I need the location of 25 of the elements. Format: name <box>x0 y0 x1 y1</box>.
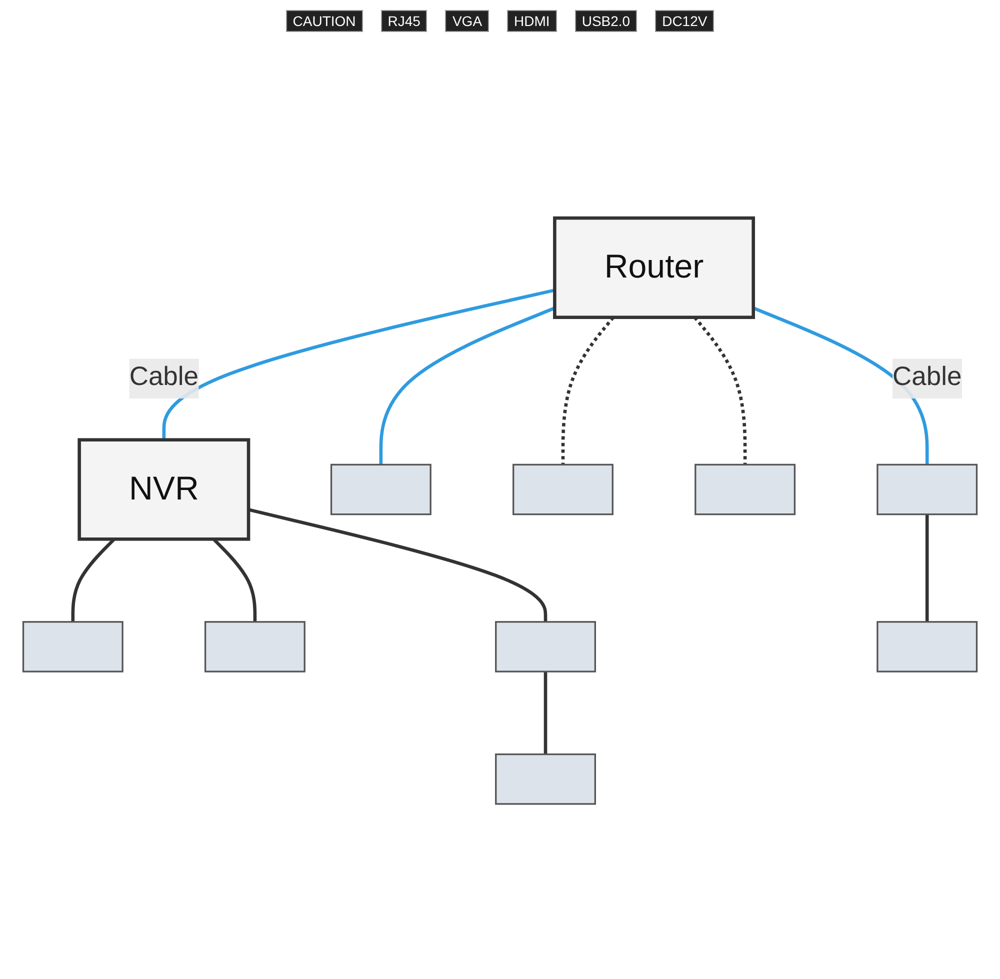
node-box: NVR <box>78 438 250 540</box>
connector <box>752 306 929 464</box>
connector <box>379 306 556 464</box>
port-label: HDMI <box>507 10 557 32</box>
port-label: DC12V <box>655 10 714 32</box>
node-box <box>876 620 978 672</box>
node-box <box>876 463 978 515</box>
node-box <box>512 463 614 515</box>
node-box <box>204 620 306 672</box>
node-box <box>22 620 124 672</box>
node-box <box>694 463 796 515</box>
connector <box>162 288 556 440</box>
port-label: USB2.0 <box>574 10 638 32</box>
port-label: CAUTION <box>286 10 363 32</box>
connector <box>248 508 548 622</box>
connector <box>544 671 548 754</box>
edge-label: Cable <box>892 363 962 392</box>
node-box: Router <box>553 216 755 318</box>
node-box <box>330 463 432 515</box>
port-label: VGA <box>445 10 490 32</box>
node-box <box>495 620 596 672</box>
connector <box>925 514 929 622</box>
edge-label: Cable <box>129 363 199 392</box>
node-box <box>495 752 596 804</box>
port-label: RJ45 <box>380 10 428 32</box>
